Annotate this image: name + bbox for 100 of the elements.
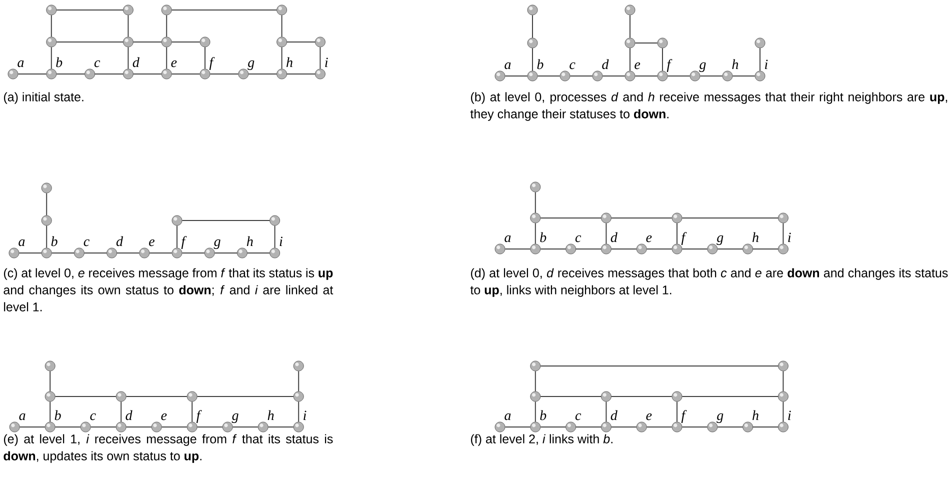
panel-caption: (f) at level 2, i links with b. [470,434,612,446]
connector-line [128,14,129,38]
process-letter: c [575,235,582,242]
connector-line [576,248,602,250]
ball-node [315,68,326,80]
process-letter: e [161,413,167,420]
ball-node [624,4,636,16]
connector-line [752,426,778,428]
ball-node [657,70,668,82]
ball-node [41,182,52,194]
process-letter: d [116,236,124,246]
connector-line [534,370,536,392]
connector-line [504,426,531,428]
process-letter: i [788,232,791,242]
ball-node [41,215,52,226]
ball-node [636,422,647,432]
process-letter: d [610,232,618,242]
ball-node [778,360,788,372]
process-letter: a [504,413,511,420]
ball-node [293,360,304,372]
connector-line [540,396,602,397]
connector-line [192,401,193,422]
process-letter: a [18,239,25,246]
connector-line [610,248,637,250]
ball-node [44,360,56,372]
panel-caption: (b) at level 0, processes d and h receive messages that their right neighbors are up, they change their statuses to down. [470,92,948,121]
process-letter: d [610,410,618,420]
ball-node [186,391,198,402]
ball-node [139,248,150,258]
connector-line [128,46,129,70]
ball-node [672,212,682,224]
ball-node [560,70,570,82]
connector-line [646,248,672,250]
process-letter: e [646,235,652,242]
process-letter: e [646,413,652,420]
ball-node [566,422,576,432]
process-letter: h [286,57,292,67]
process-letter: d [132,57,140,68]
process-letter: c [575,413,582,420]
process-letter: b [540,410,546,420]
connector-line [50,14,52,38]
ball-node [601,212,612,224]
ball-node [74,248,84,258]
connector-line [149,252,172,254]
ball-node [742,422,753,432]
ball-node [530,244,541,254]
process-letter: f [181,236,187,249]
connector-line [298,370,300,392]
ball-node [754,70,766,82]
connector-line [606,222,607,244]
ball-node [46,36,57,48]
connector-line [166,46,168,70]
process-letter: g [214,239,220,249]
connector-line [682,396,778,397]
connector-line [51,252,74,254]
ball-node [657,38,668,48]
process-letter: f [681,232,687,245]
ball-node [530,422,541,432]
ball-node [270,248,280,258]
ball-node [527,70,538,82]
connector-line [782,370,784,392]
ball-node [494,70,506,82]
process-letter: e [171,60,177,68]
connector-line [46,225,48,248]
ball-node [778,391,788,402]
connector-line [196,396,294,397]
process-letter: d [126,410,132,420]
process-letter: c [90,413,96,420]
ball-node [601,422,612,432]
ball-node [46,4,57,16]
connector-line [540,426,566,428]
connector-line [232,426,258,428]
connector-line [634,42,658,44]
connector-line [120,401,122,422]
ball-node [276,36,287,48]
ball-node [690,70,700,82]
connector-line [116,252,140,254]
connector-line [532,14,533,38]
process-letter: i [788,410,791,420]
process-letter: i [304,410,306,420]
ball-node [258,422,268,432]
ball-node [270,215,280,226]
ball-node [530,360,541,372]
ball-node [46,68,57,80]
process-letter: e [149,239,154,246]
connector-line [176,225,178,248]
connector-line [540,248,566,250]
connector-line [90,426,116,428]
connector-line [54,396,116,397]
connector-line [126,426,152,428]
process-letter: f [209,57,215,70]
ball-node [672,422,682,432]
connector-line [18,252,42,254]
connector-line [676,401,678,422]
connector-line [274,225,276,248]
ball-node [161,68,172,80]
connector-line [682,248,708,250]
connector-line [126,396,188,397]
ball-node [44,422,56,432]
process-letter: b [540,232,546,242]
